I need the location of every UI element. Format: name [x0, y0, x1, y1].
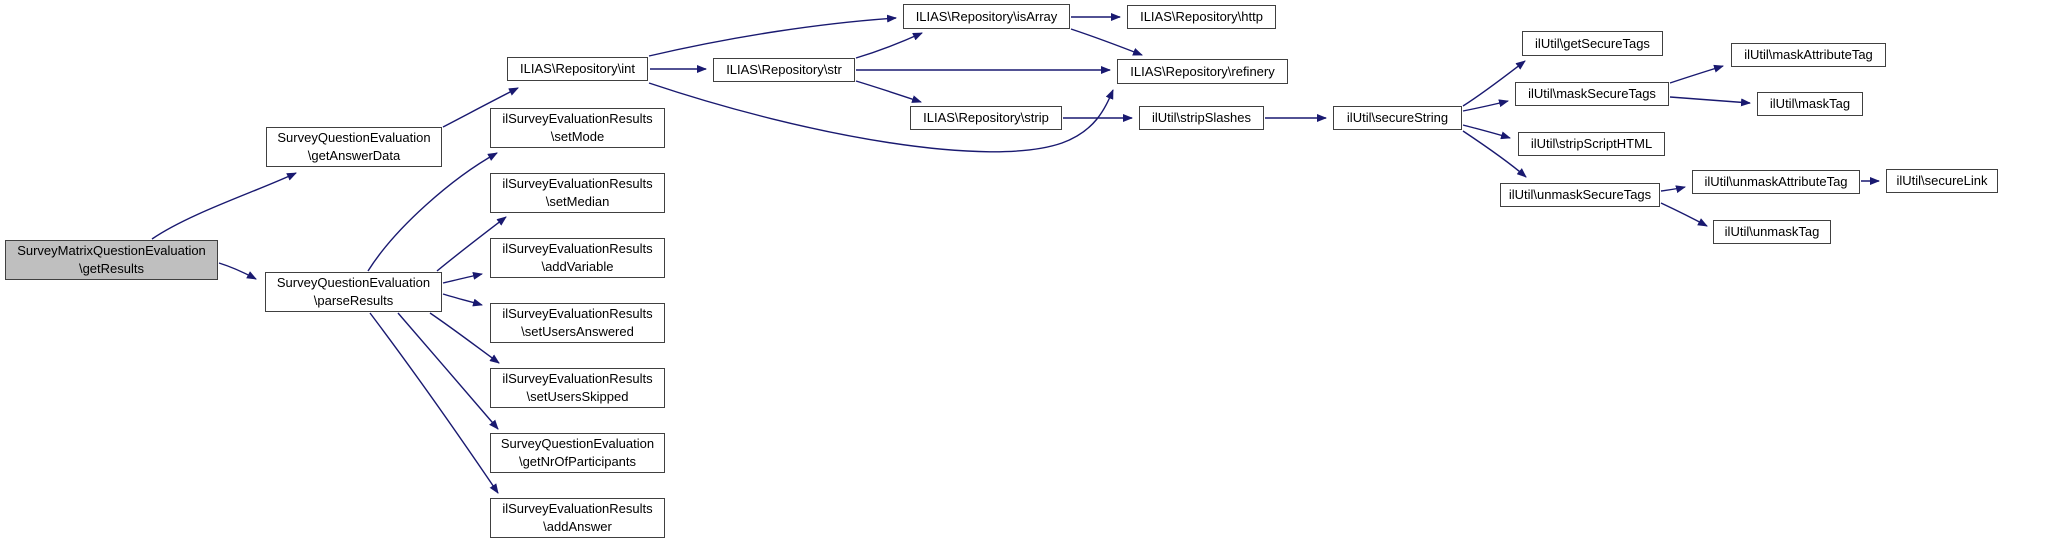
graph-node-label: ILIAS\Repository\int — [520, 61, 635, 76]
graph-node-label: \getAnswerData — [307, 148, 401, 163]
graph-node-label: \addAnswer — [543, 519, 612, 534]
graph-node-get-nr-of-participants[interactable]: SurveyQuestionEvaluation \getNrOfParticip… — [490, 433, 665, 473]
graph-node-label: ilSurveyEvaluationResults — [502, 306, 653, 321]
graph-node-label: ILIAS\Repository\refinery — [1130, 63, 1275, 79]
graph-node-add-answer[interactable]: ilSurveyEvaluationResults \addAnswer — [490, 498, 665, 538]
graph-node-secure-link[interactable]: ilUtil\secureLink — [1886, 169, 1998, 193]
edge-parse-results-to-get-nr-of-participants — [397, 312, 499, 430]
graph-node-get-results: SurveyMatrixQuestionEvaluation \getResult… — [5, 240, 218, 280]
edge-parse-results-to-set-median — [436, 216, 507, 272]
graph-node-label: ilUtil\maskAttributeTag — [1744, 47, 1873, 62]
edge-str-to-strip — [855, 80, 922, 103]
edge-unmask-secure-tags-to-unmask-attribute-tag — [1660, 185, 1686, 194]
graph-node-get-secure-tags[interactable]: ilUtil\getSecureTags — [1522, 31, 1663, 56]
graph-node-label: ILIAS\Repository\str — [726, 62, 842, 77]
edge-str-to-is-array — [855, 32, 923, 59]
graph-node-label: ILIAS\Repository\isArray — [915, 8, 1058, 24]
graph-node-label: ilSurveyEvaluationResults — [502, 241, 653, 256]
graph-node-get-answer-data[interactable]: SurveyQuestionEvaluation \getAnswerData — [266, 127, 442, 167]
graph-node-secure-string[interactable]: ilUtil\secureString — [1333, 106, 1462, 130]
edge-get-results-to-parse-results — [218, 262, 257, 280]
graph-node-set-mode[interactable]: ilSurveyEvaluationResults \setMode — [490, 108, 665, 148]
edge-parse-results-to-add-variable — [442, 271, 483, 284]
graph-node-label: ilUtil\unmaskAttributeTag — [1704, 174, 1848, 189]
graph-node-label: ilSurveyEvaluationResults — [502, 111, 653, 126]
graph-node-label: ilUtil\maskSecureTags — [1528, 86, 1656, 101]
edge-is-array-to-refinery — [1070, 28, 1143, 56]
graph-node-label: \parseResults — [313, 293, 394, 308]
edge-get-results-to-get-answer-data — [151, 172, 297, 240]
graph-node-label: ilUtil\stripSlashes — [1152, 110, 1251, 125]
graph-node-strip-slashes[interactable]: ilUtil\stripSlashes — [1139, 106, 1264, 130]
graph-node-label: SurveyMatrixQuestionEvaluation — [17, 243, 206, 258]
graph-node-label: ilUtil\unmaskSecureTags — [1508, 187, 1652, 202]
graph-node-int[interactable]: ILIAS\Repository\int — [507, 57, 648, 81]
graph-node-label: \setMode — [550, 129, 605, 144]
graph-node-set-median[interactable]: ilSurveyEvaluationResults \setMedian — [490, 173, 665, 213]
edge-parse-results-to-set-users-skipped — [429, 312, 500, 364]
graph-node-unmask-tag[interactable]: ilUtil\unmaskTag — [1713, 220, 1831, 244]
edge-parse-results-to-set-mode — [367, 152, 498, 272]
graph-node-label: SurveyQuestionEvaluation — [276, 275, 431, 290]
graph-node-unmask-secure-tags[interactable]: ilUtil\unmaskSecureTags — [1500, 183, 1660, 207]
graph-node-label: ilUtil\getSecureTags — [1535, 35, 1650, 51]
graph-node-label: \addVariable — [541, 259, 614, 274]
graph-node-label: SurveyQuestionEvaluation — [500, 436, 655, 451]
graph-node-label: \setUsersAnswered — [521, 324, 634, 339]
edge-secure-string-to-get-secure-tags — [1462, 60, 1526, 107]
edge-secure-string-to-unmask-secure-tags — [1462, 130, 1527, 178]
graph-node-label: ilSurveyEvaluationResults — [502, 371, 653, 386]
edge-get-answer-data-to-int — [442, 87, 519, 128]
graph-node-label: ILIAS\Repository\strip — [923, 110, 1049, 125]
edge-secure-string-to-mask-secure-tags — [1462, 99, 1509, 112]
edge-int-to-is-array — [648, 14, 897, 57]
graph-node-mask-attribute-tag[interactable]: ilUtil\maskAttributeTag — [1731, 43, 1886, 67]
graph-node-unmask-attribute-tag[interactable]: ilUtil\unmaskAttributeTag — [1692, 170, 1860, 194]
graph-node-label: ilUtil\secureString — [1346, 110, 1449, 125]
graph-node-label: ilUtil\maskTag — [1769, 96, 1851, 111]
graph-node-is-array[interactable]: ILIAS\Repository\isArray — [903, 4, 1070, 29]
graph-node-refinery[interactable]: ILIAS\Repository\refinery — [1117, 59, 1288, 84]
graph-node-set-users-skipped[interactable]: ilSurveyEvaluationResults \setUsersSkippe… — [490, 368, 665, 408]
edge-mask-secure-tags-to-mask-tag — [1669, 96, 1751, 107]
graph-node-label: SurveyQuestionEvaluation — [277, 130, 431, 145]
graph-node-add-variable[interactable]: ilSurveyEvaluationResults \addVariable — [490, 238, 665, 278]
graph-node-label: \setMedian — [545, 194, 610, 209]
graph-node-strip-script-h-t-m-l[interactable]: ilUtil\stripScriptHTML — [1518, 132, 1665, 156]
graph-node-set-users-answered[interactable]: ilSurveyEvaluationResults \setUsersAnswer… — [490, 303, 665, 343]
graph-node-mask-tag[interactable]: ilUtil\maskTag — [1757, 92, 1863, 116]
graph-node-mask-secure-tags[interactable]: ilUtil\maskSecureTags — [1515, 82, 1669, 106]
edge-parse-results-to-set-users-answered — [442, 293, 483, 307]
edge-secure-string-to-strip-script-h-t-m-l — [1462, 124, 1511, 140]
graph-node-label: \getNrOfParticipants — [518, 454, 637, 469]
graph-node-label: \getResults — [78, 261, 145, 276]
edge-int-to-refinery — [648, 82, 1114, 153]
graph-node-label: \setUsersSkipped — [526, 389, 629, 404]
graph-node-label: ilSurveyEvaluationResults — [502, 176, 653, 191]
graph-node-label: ilSurveyEvaluationResults — [502, 501, 653, 516]
edge-unmask-secure-tags-to-unmask-tag — [1660, 202, 1708, 227]
graph-node-strip[interactable]: ILIAS\Repository\strip — [910, 106, 1062, 130]
graph-node-http[interactable]: ILIAS\Repository\http — [1127, 5, 1276, 29]
graph-node-str[interactable]: ILIAS\Repository\str — [713, 58, 855, 82]
graph-node-label: ilUtil\secureLink — [1896, 173, 1988, 188]
graph-node-label: ilUtil\unmaskTag — [1724, 224, 1820, 239]
edge-mask-secure-tags-to-mask-attribute-tag — [1669, 64, 1724, 84]
graph-node-parse-results[interactable]: SurveyQuestionEvaluation \parseResults — [265, 272, 442, 312]
graph-node-label: ILIAS\Repository\http — [1140, 9, 1263, 24]
graph-node-label: ilUtil\stripScriptHTML — [1530, 136, 1653, 151]
edge-parse-results-to-add-answer — [369, 312, 499, 494]
